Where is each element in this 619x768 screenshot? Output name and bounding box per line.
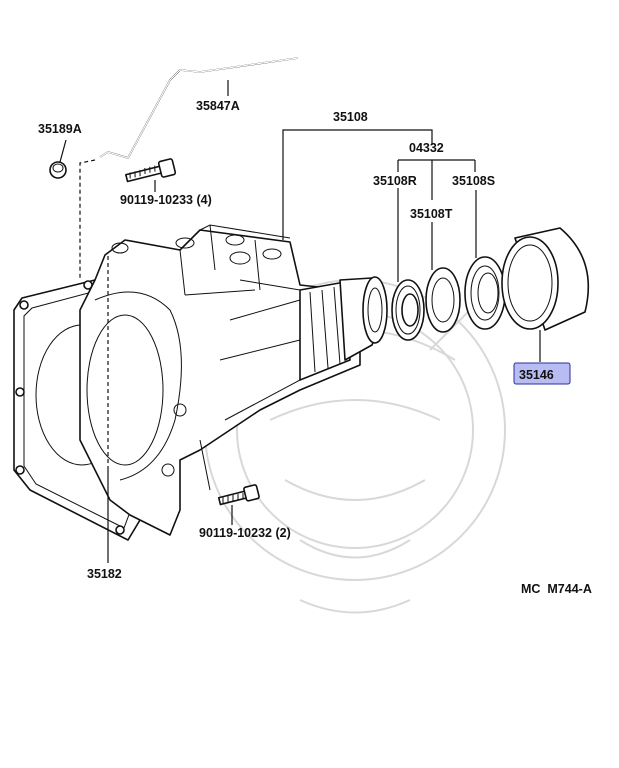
highlight-box bbox=[513, 362, 571, 385]
plug-part bbox=[49, 161, 67, 179]
label-35189A: 35189A bbox=[38, 122, 82, 136]
label-35847A: 35847A bbox=[196, 99, 240, 113]
dust-seal-part bbox=[464, 256, 506, 330]
spacer-part bbox=[425, 267, 461, 333]
bolt-top-part bbox=[125, 158, 177, 183]
label-35108T: 35108T bbox=[410, 207, 453, 221]
label-35182: 35182 bbox=[87, 567, 122, 581]
label-35108: 35108 bbox=[333, 110, 368, 124]
leader-lines bbox=[59, 80, 541, 563]
breather-tube bbox=[99, 57, 299, 159]
label-bolt-bottom: 90119-10232 (2) bbox=[199, 526, 291, 540]
sleeve-part bbox=[501, 227, 590, 331]
tail-shaft bbox=[299, 276, 388, 381]
extension-housing bbox=[79, 224, 361, 536]
bolt-bottom-part bbox=[217, 484, 260, 506]
figure-code: MC M744-A bbox=[521, 582, 592, 596]
label-04332: 04332 bbox=[409, 141, 444, 155]
label-35108R: 35108R bbox=[373, 174, 417, 188]
callout-labels: 35847A 35189A 35108 04332 35108R 35108S … bbox=[38, 99, 592, 596]
label-35146[interactable]: 35146 bbox=[519, 368, 554, 382]
label-35108S: 35108S bbox=[452, 174, 495, 188]
label-bolt-top: 90119-10233 (4) bbox=[120, 193, 212, 207]
oil-seal-part bbox=[391, 279, 425, 341]
